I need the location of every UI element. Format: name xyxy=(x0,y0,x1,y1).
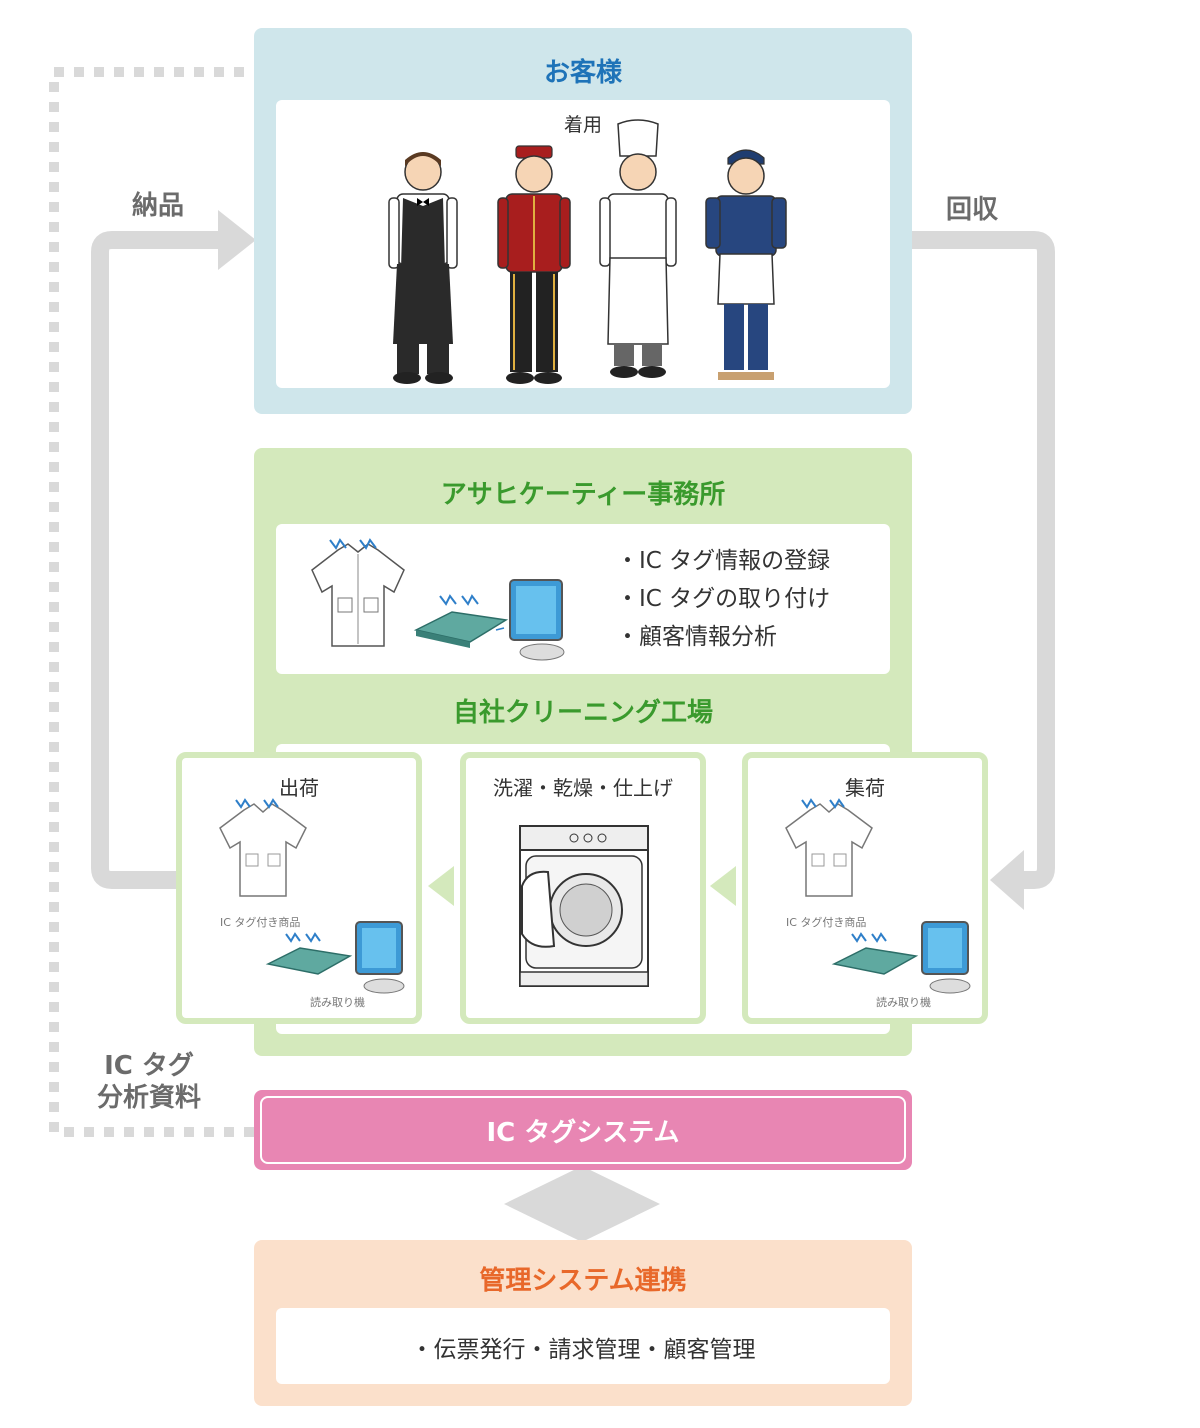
ic-analysis-label-line2: 分析資料 xyxy=(96,1083,201,1113)
office-reader-icon xyxy=(413,594,509,648)
office-title: アサヒケーティー事務所 xyxy=(440,480,726,510)
stage-arrow-left xyxy=(428,866,454,906)
stage-collection-title: 集荷 xyxy=(845,776,885,800)
shipping-product-label: IC タグ付き商品 xyxy=(220,916,301,929)
bellhop-figure xyxy=(497,145,571,384)
ic-analysis-label-line1: IC タグ xyxy=(104,1051,194,1081)
collection-product-label: IC タグ付き商品 xyxy=(786,916,867,929)
factory-title: 自社クリーニング工場 xyxy=(452,698,713,728)
collection-shirt-icon xyxy=(785,798,873,897)
collection-reader-label: 読み取り機 xyxy=(876,996,931,1009)
customer-panel: お客様 着用 xyxy=(254,28,912,414)
delivery-label: 納品 xyxy=(132,191,185,221)
delivery-flow-line xyxy=(91,231,222,889)
stage-arrow-left xyxy=(710,866,736,906)
collection-arrowhead xyxy=(990,850,1024,910)
collection-label: 回収 xyxy=(946,195,999,225)
management-title: 管理システム連携 xyxy=(479,1266,687,1296)
ic-analysis-dotted-line xyxy=(49,67,254,1137)
ic-system-panel: IC タグシステム xyxy=(254,1090,912,1170)
office-task-item: ・IC タグ情報の登録 xyxy=(616,548,831,574)
customer-title: お客様 xyxy=(543,58,622,88)
customer-inner-box: 着用 xyxy=(276,100,890,388)
ic-analysis-label: IC タグ 分析資料 xyxy=(84,1050,214,1114)
shipping-reader-label: 読み取り機 xyxy=(310,996,365,1009)
collection-reader-icon xyxy=(831,932,919,975)
office-task-list: ・IC タグ情報の登録 ・IC タグの取り付け ・顧客情報分析 xyxy=(616,542,830,656)
stage-washing-title: 洗濯・乾燥・仕上げ xyxy=(493,776,673,800)
wearing-label: 着用 xyxy=(563,114,602,136)
management-inner-box: ・伝票発行・請求管理・顧客管理 xyxy=(276,1308,890,1384)
ic-system-title: IC タグシステム xyxy=(486,1118,680,1148)
office-shirt-icon xyxy=(311,538,405,647)
chef-figure xyxy=(599,119,677,378)
management-panel: 管理システム連携 ・伝票発行・請求管理・顧客管理 xyxy=(254,1240,912,1406)
stage-shipping-title: 出荷 xyxy=(279,776,319,800)
shipping-monitor-icon xyxy=(355,921,405,994)
ic-system-inner-border xyxy=(260,1096,906,1164)
office-task-item: ・顧客情報分析 xyxy=(616,624,777,650)
office-monitor-icon xyxy=(495,579,565,661)
management-items: ・伝票発行・請求管理・顧客管理 xyxy=(410,1337,756,1363)
waiter-figure xyxy=(388,152,458,384)
collection-flow-line xyxy=(912,231,1055,889)
shipping-shirt-icon xyxy=(219,798,307,897)
office-task-item: ・IC タグの取り付け xyxy=(616,586,831,612)
delivery-arrowhead xyxy=(218,210,256,270)
japanese-cook-figure xyxy=(705,149,787,380)
washing-machine-icon xyxy=(519,825,649,987)
shipping-reader-icon xyxy=(265,932,353,975)
collection-monitor-icon xyxy=(921,921,971,994)
